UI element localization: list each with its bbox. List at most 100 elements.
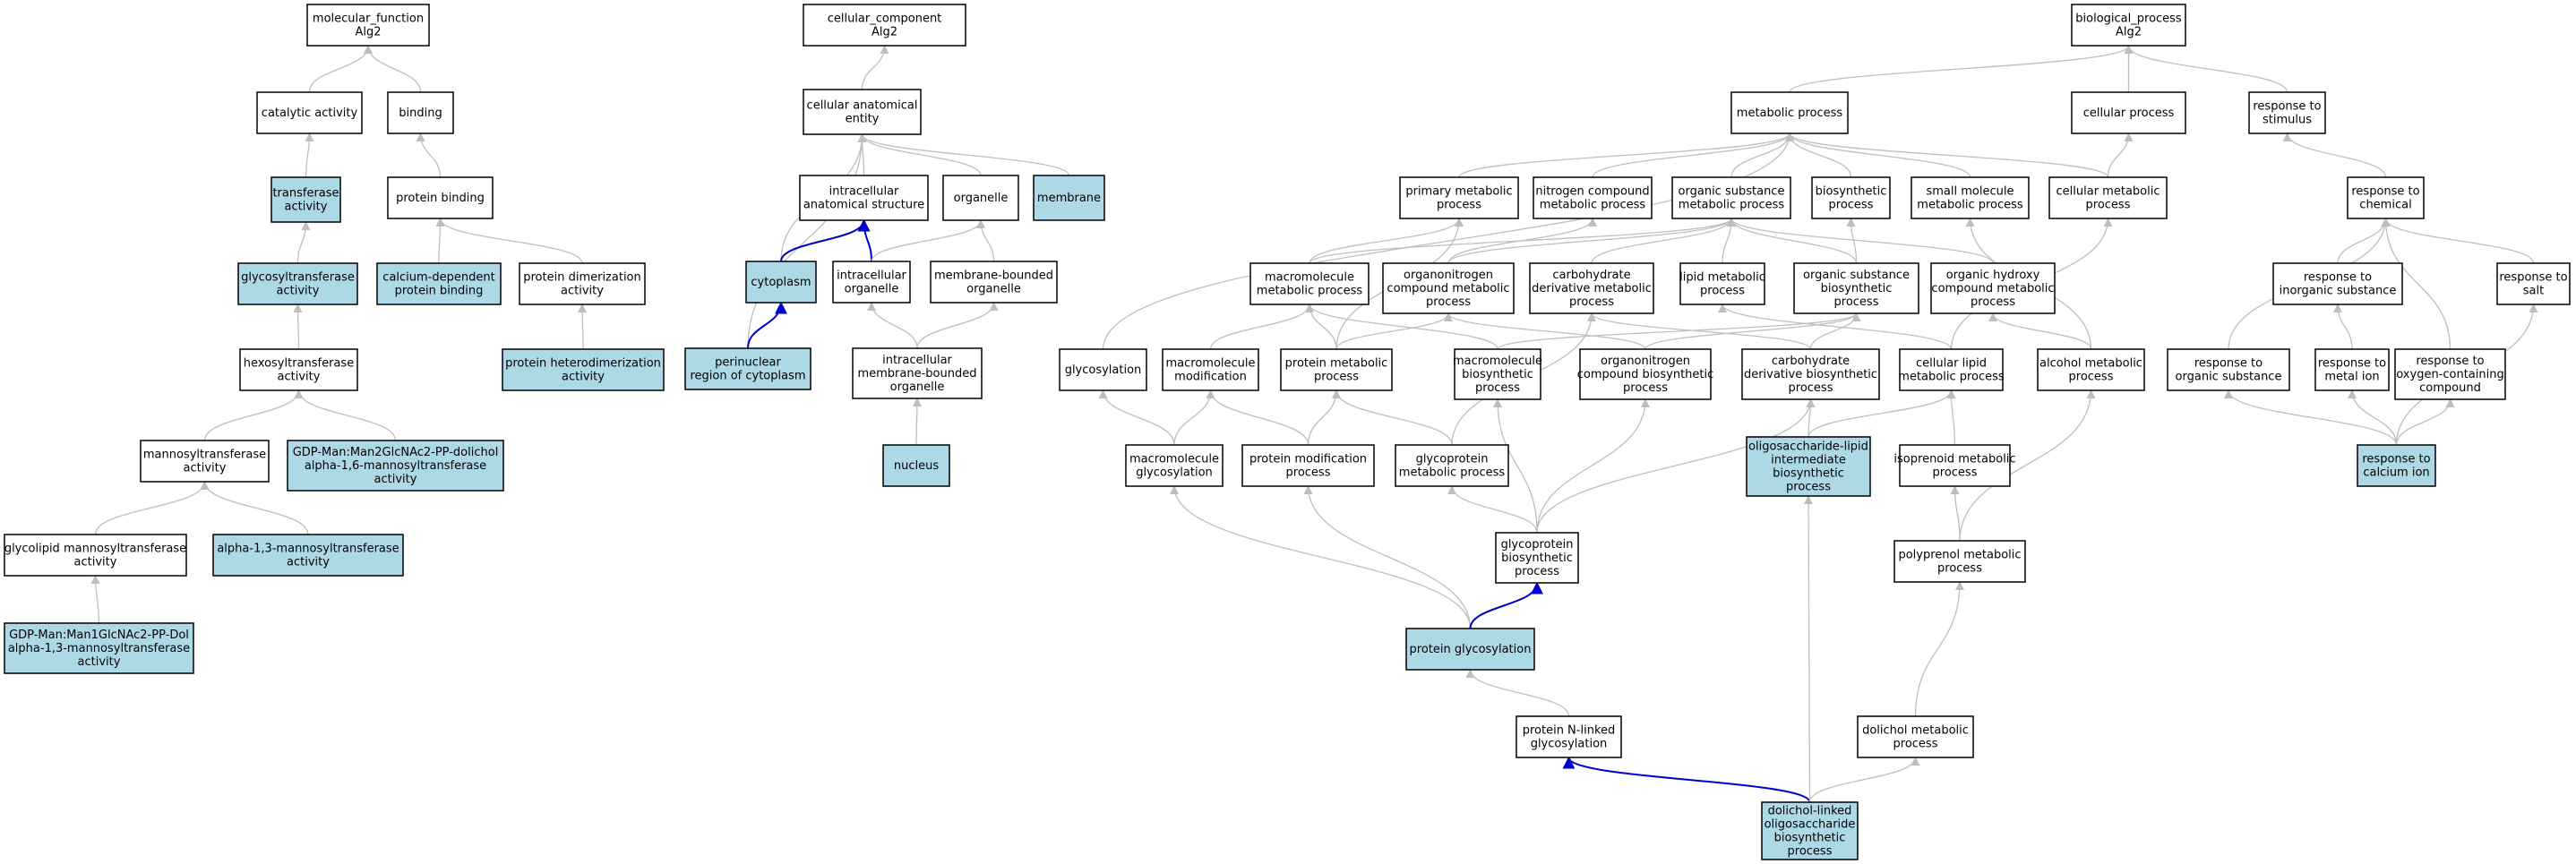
node-box	[1529, 262, 1654, 314]
node-box	[387, 91, 454, 134]
node-label-line: glycosyltransferase	[241, 270, 355, 284]
node-label-line: salt	[2523, 284, 2544, 297]
node-label-line: alcohol metabolic	[2039, 356, 2142, 370]
node-label-line: biological_process	[2075, 12, 2182, 25]
node-oligosaccharide-lipid-intermediate-biosynthetic-process[interactable]: oligosaccharide-lipidintermediatebiosynt…	[1746, 436, 1871, 497]
node-box	[2314, 348, 2390, 391]
node-membrane[interactable]: membrane	[1033, 175, 1105, 221]
node-label-line: process	[1893, 737, 1938, 750]
node-label-line: organelle	[966, 282, 1021, 295]
edge-intorg-to-organelle	[871, 219, 985, 262]
node-label-line: molecular_function	[313, 12, 424, 25]
node-label-line: biosynthetic	[1821, 282, 1893, 295]
node-box	[1405, 628, 1535, 671]
node-metabolic-process[interactable]: metabolic process	[1730, 91, 1849, 134]
node-label-line: activity	[561, 284, 604, 297]
node-label-line: macromolecule	[1265, 270, 1354, 284]
edge-orghydroxy-to-osm	[1727, 218, 1994, 264]
node-label-line: process	[1788, 844, 1833, 858]
edge-macroglyc-to-macromod	[1173, 389, 1215, 446]
node-protein-binding[interactable]: protein binding	[387, 176, 494, 219]
node-nucleus[interactable]: nucleus	[882, 444, 950, 487]
node-label-line: process	[1786, 480, 1831, 493]
node-label-line: activity	[184, 461, 227, 475]
node-label-line: alpha-1,6-mannosyltransferase	[305, 459, 486, 473]
edge-dolmet-to-polypren	[1914, 581, 1964, 717]
node-glycosylation[interactable]: glycosylation	[1059, 348, 1147, 391]
node-label-line: response to	[2304, 270, 2372, 284]
node-gdp-man-man1glcnac2-pp-dol-alpha-1-3-mannosyltransferase-activity[interactable]: GDP-Man:Man1GlcNAc2-PP-Dolalpha-1,3-mann…	[4, 622, 194, 674]
node-cellular-process[interactable]: cellular process	[2071, 91, 2186, 134]
node-organelle[interactable]: organelle	[942, 175, 1019, 221]
node-catalytic-activity[interactable]: catalytic activity	[256, 91, 363, 134]
node-dolichol-linked-oligosaccharide-biosynthetic-process[interactable]: dolichol-linkedoligosaccharidebiosynthet…	[1761, 801, 1859, 860]
node-label-line: cellular_component	[828, 12, 942, 25]
node-label-line: polyprenol metabolic	[1898, 548, 2021, 561]
node-label-line: response to	[2351, 184, 2419, 198]
node-gdp-man-man2glcnac2-pp-dolichol-alpha-1-6-mannosyltransferase-activity[interactable]: GDP-Man:Man2GlcNAc2-PP-dolicholalpha-1,6…	[287, 440, 504, 492]
node-cytoplasm[interactable]: cytoplasm	[745, 261, 817, 304]
node-binding[interactable]: binding	[387, 91, 454, 134]
node-label-line: GDP-Man:Man1GlcNAc2-PP-Dol	[9, 629, 189, 642]
edge-protmet-to-orgnitro	[1335, 312, 1453, 350]
edge-metab-to-bp	[1789, 45, 2134, 93]
node-protein-glycosylation[interactable]: protein glycosylation	[1405, 628, 1535, 671]
node-label-line: binding	[399, 107, 442, 120]
node-label-line: process	[1475, 381, 1520, 395]
